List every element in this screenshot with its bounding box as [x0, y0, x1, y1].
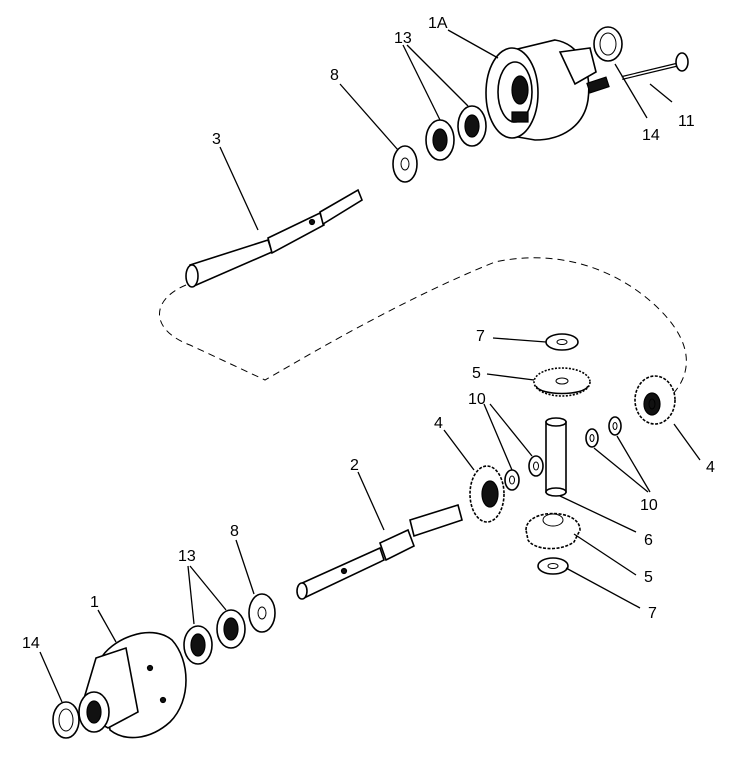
thrust-washer-10-left-b — [528, 455, 544, 477]
callout-14-top: 14 — [642, 127, 660, 144]
washer-8-top — [392, 145, 418, 183]
housing-1 — [78, 631, 187, 739]
assembly-dashed-path — [159, 257, 687, 396]
needle-bearing-13-bottom-a — [183, 625, 213, 665]
bevel-gear-5-bottom — [525, 512, 581, 550]
needle-bearing-13-bottom-b — [216, 609, 246, 649]
washer-8-bottom — [248, 593, 276, 633]
housing-1a — [485, 39, 610, 141]
callout-14-bottom: 14 — [22, 635, 40, 652]
side-gear-4-left — [469, 465, 505, 523]
shaft-3 — [185, 188, 363, 288]
needle-bearing-13-top-b — [457, 105, 487, 147]
callout-11: 11 — [678, 113, 695, 130]
cross-pin-6 — [545, 417, 567, 497]
callout-4-left: 4 — [434, 415, 443, 432]
thrust-washer-10-left-a — [504, 469, 520, 491]
callout-10-top: 10 — [468, 391, 486, 408]
washer-7-top — [545, 333, 579, 351]
callout-7-bottom: 7 — [648, 605, 657, 622]
callout-3: 3 — [212, 131, 221, 148]
bolt-11 — [621, 52, 689, 80]
callout-4-right: 4 — [706, 459, 715, 476]
callout-13-bottom: 13 — [178, 548, 196, 565]
callout-13-top: 13 — [394, 30, 412, 47]
side-gear-4-right — [634, 375, 676, 425]
bearing-cup-14-top — [593, 26, 623, 62]
callout-7-top: 7 — [476, 328, 485, 345]
callout-10-right: 10 — [640, 497, 658, 514]
thrust-washer-10-right-b — [608, 416, 622, 436]
callout-8-top: 8 — [330, 67, 339, 84]
callout-5-top: 5 — [472, 365, 481, 382]
callout-labels: 1A 13 8 3 14 11 7 5 10 4 4 2 10 6 5 7 13… — [22, 15, 715, 652]
callout-2: 2 — [350, 457, 359, 474]
callout-5-bottom: 5 — [644, 569, 653, 586]
needle-bearing-13-top-a — [425, 119, 455, 161]
callout-8-bottom: 8 — [230, 523, 239, 540]
callout-6: 6 — [644, 532, 653, 549]
bevel-gear-5-top — [533, 367, 591, 397]
bearing-cup-14-bottom — [52, 701, 80, 739]
shaft-2 — [296, 503, 463, 600]
washer-7-bottom — [537, 557, 569, 575]
callout-1a: 1A — [428, 15, 448, 32]
callout-1: 1 — [90, 594, 99, 611]
thrust-washer-10-right-a — [585, 428, 599, 448]
leader-lines — [39, 29, 701, 703]
